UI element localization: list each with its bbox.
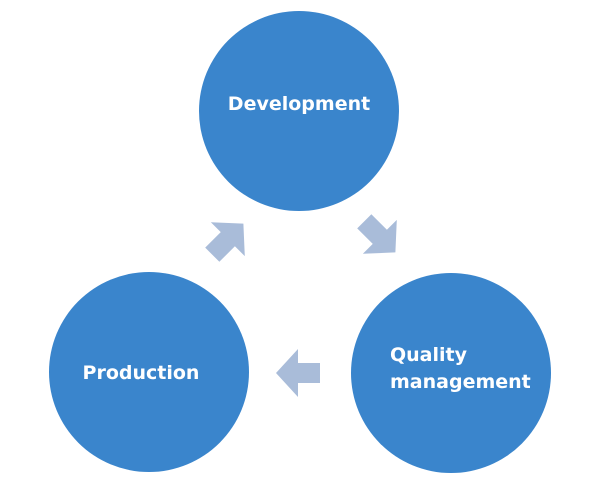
- node-quality-label-line-2: management: [390, 371, 531, 393]
- node-quality-label-line-1: Quality: [390, 344, 468, 366]
- node-production: Production: [49, 272, 249, 472]
- node-development-label: Development: [228, 93, 370, 115]
- node-quality-management-label: Quality management: [390, 344, 531, 393]
- arrow-production-to-development: [205, 222, 245, 262]
- arrow-quality-to-production: [276, 349, 320, 397]
- node-development-label-line: Development: [228, 93, 370, 115]
- node-production-label-line: Production: [83, 362, 200, 384]
- node-development: Development: [199, 11, 399, 211]
- arrow-development-to-quality: [357, 214, 397, 254]
- node-production-label: Production: [83, 362, 200, 384]
- node-quality-management: Quality management: [351, 273, 551, 473]
